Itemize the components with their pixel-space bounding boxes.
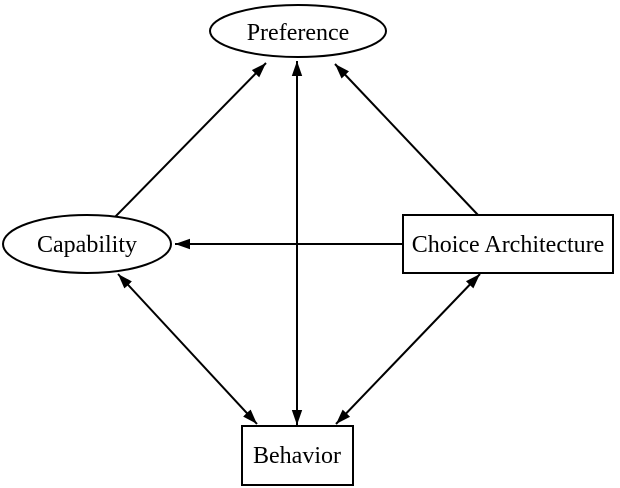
edge-capability-behavior: [117, 273, 258, 425]
capability-ellipse: [2, 214, 172, 274]
capability-label: Capability: [37, 232, 137, 258]
edges: [114, 61, 481, 425]
behavior-label: Behavior: [253, 443, 341, 469]
choice-architecture-rect: [402, 214, 614, 274]
edge-capability-preference: [114, 62, 267, 218]
edge-choice-architecture-preference: [334, 63, 479, 216]
node-preference: Preference: [209, 4, 387, 58]
choice-architecture-label: Choice Architecture: [412, 232, 605, 258]
node-choice-architecture: Choice Architecture: [402, 214, 614, 274]
preference-ellipse: [209, 4, 387, 58]
behavior-rect: [241, 425, 354, 486]
node-behavior: Behavior: [241, 425, 354, 486]
node-capability: Capability: [2, 214, 172, 274]
preference-label: Preference: [247, 20, 350, 46]
edge-choice-architecture-behavior: [335, 273, 481, 425]
